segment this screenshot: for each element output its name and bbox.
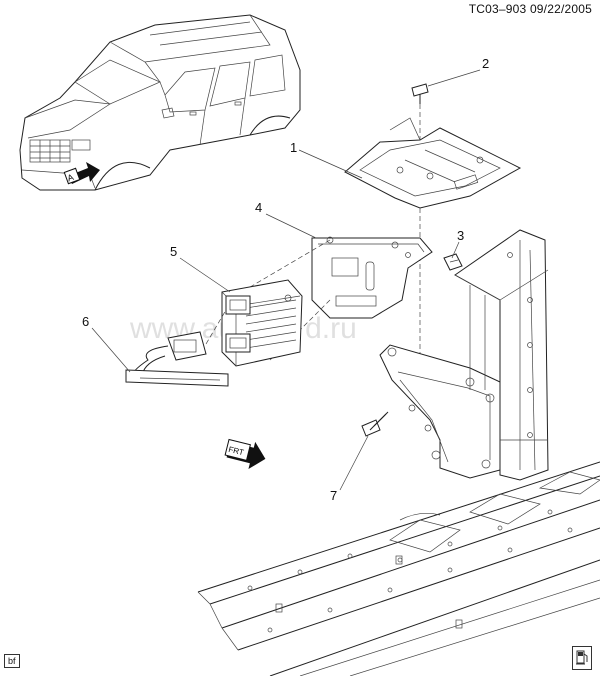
part-6-harness-connector (125, 309, 229, 387)
fuel-icon (572, 646, 592, 670)
callout-7-label: 7 (330, 488, 337, 503)
callout-6-label: 6 (82, 314, 89, 329)
body-pillar-structure (454, 229, 549, 481)
part-7-bolt (361, 411, 389, 437)
callout-5-label: 5 (170, 244, 177, 259)
callout-3-label: 3 (457, 228, 464, 243)
part-3-clip (443, 253, 463, 271)
floor-frame-rails (197, 461, 600, 676)
callout-2-label: 2 (482, 56, 489, 71)
callout-leaders (91, 69, 481, 491)
front-direction-arrow: FRT (224, 438, 266, 470)
callout-1-label: 1 (290, 140, 297, 155)
part-5-control-module (221, 279, 303, 367)
front-arrow-label: FRT (228, 445, 245, 457)
vehicle-illustration: A (19, 14, 301, 191)
mounting-bracket-structure (379, 344, 501, 479)
callout-4-label: 4 (255, 200, 262, 215)
view-marker-label: A (66, 172, 75, 183)
diagram-reference-code: TC03–903 09/22/2005 (468, 2, 592, 16)
part-2-fastener (411, 83, 429, 170)
corner-code: bf (4, 654, 20, 668)
part-4-module-bracket (311, 236, 433, 319)
